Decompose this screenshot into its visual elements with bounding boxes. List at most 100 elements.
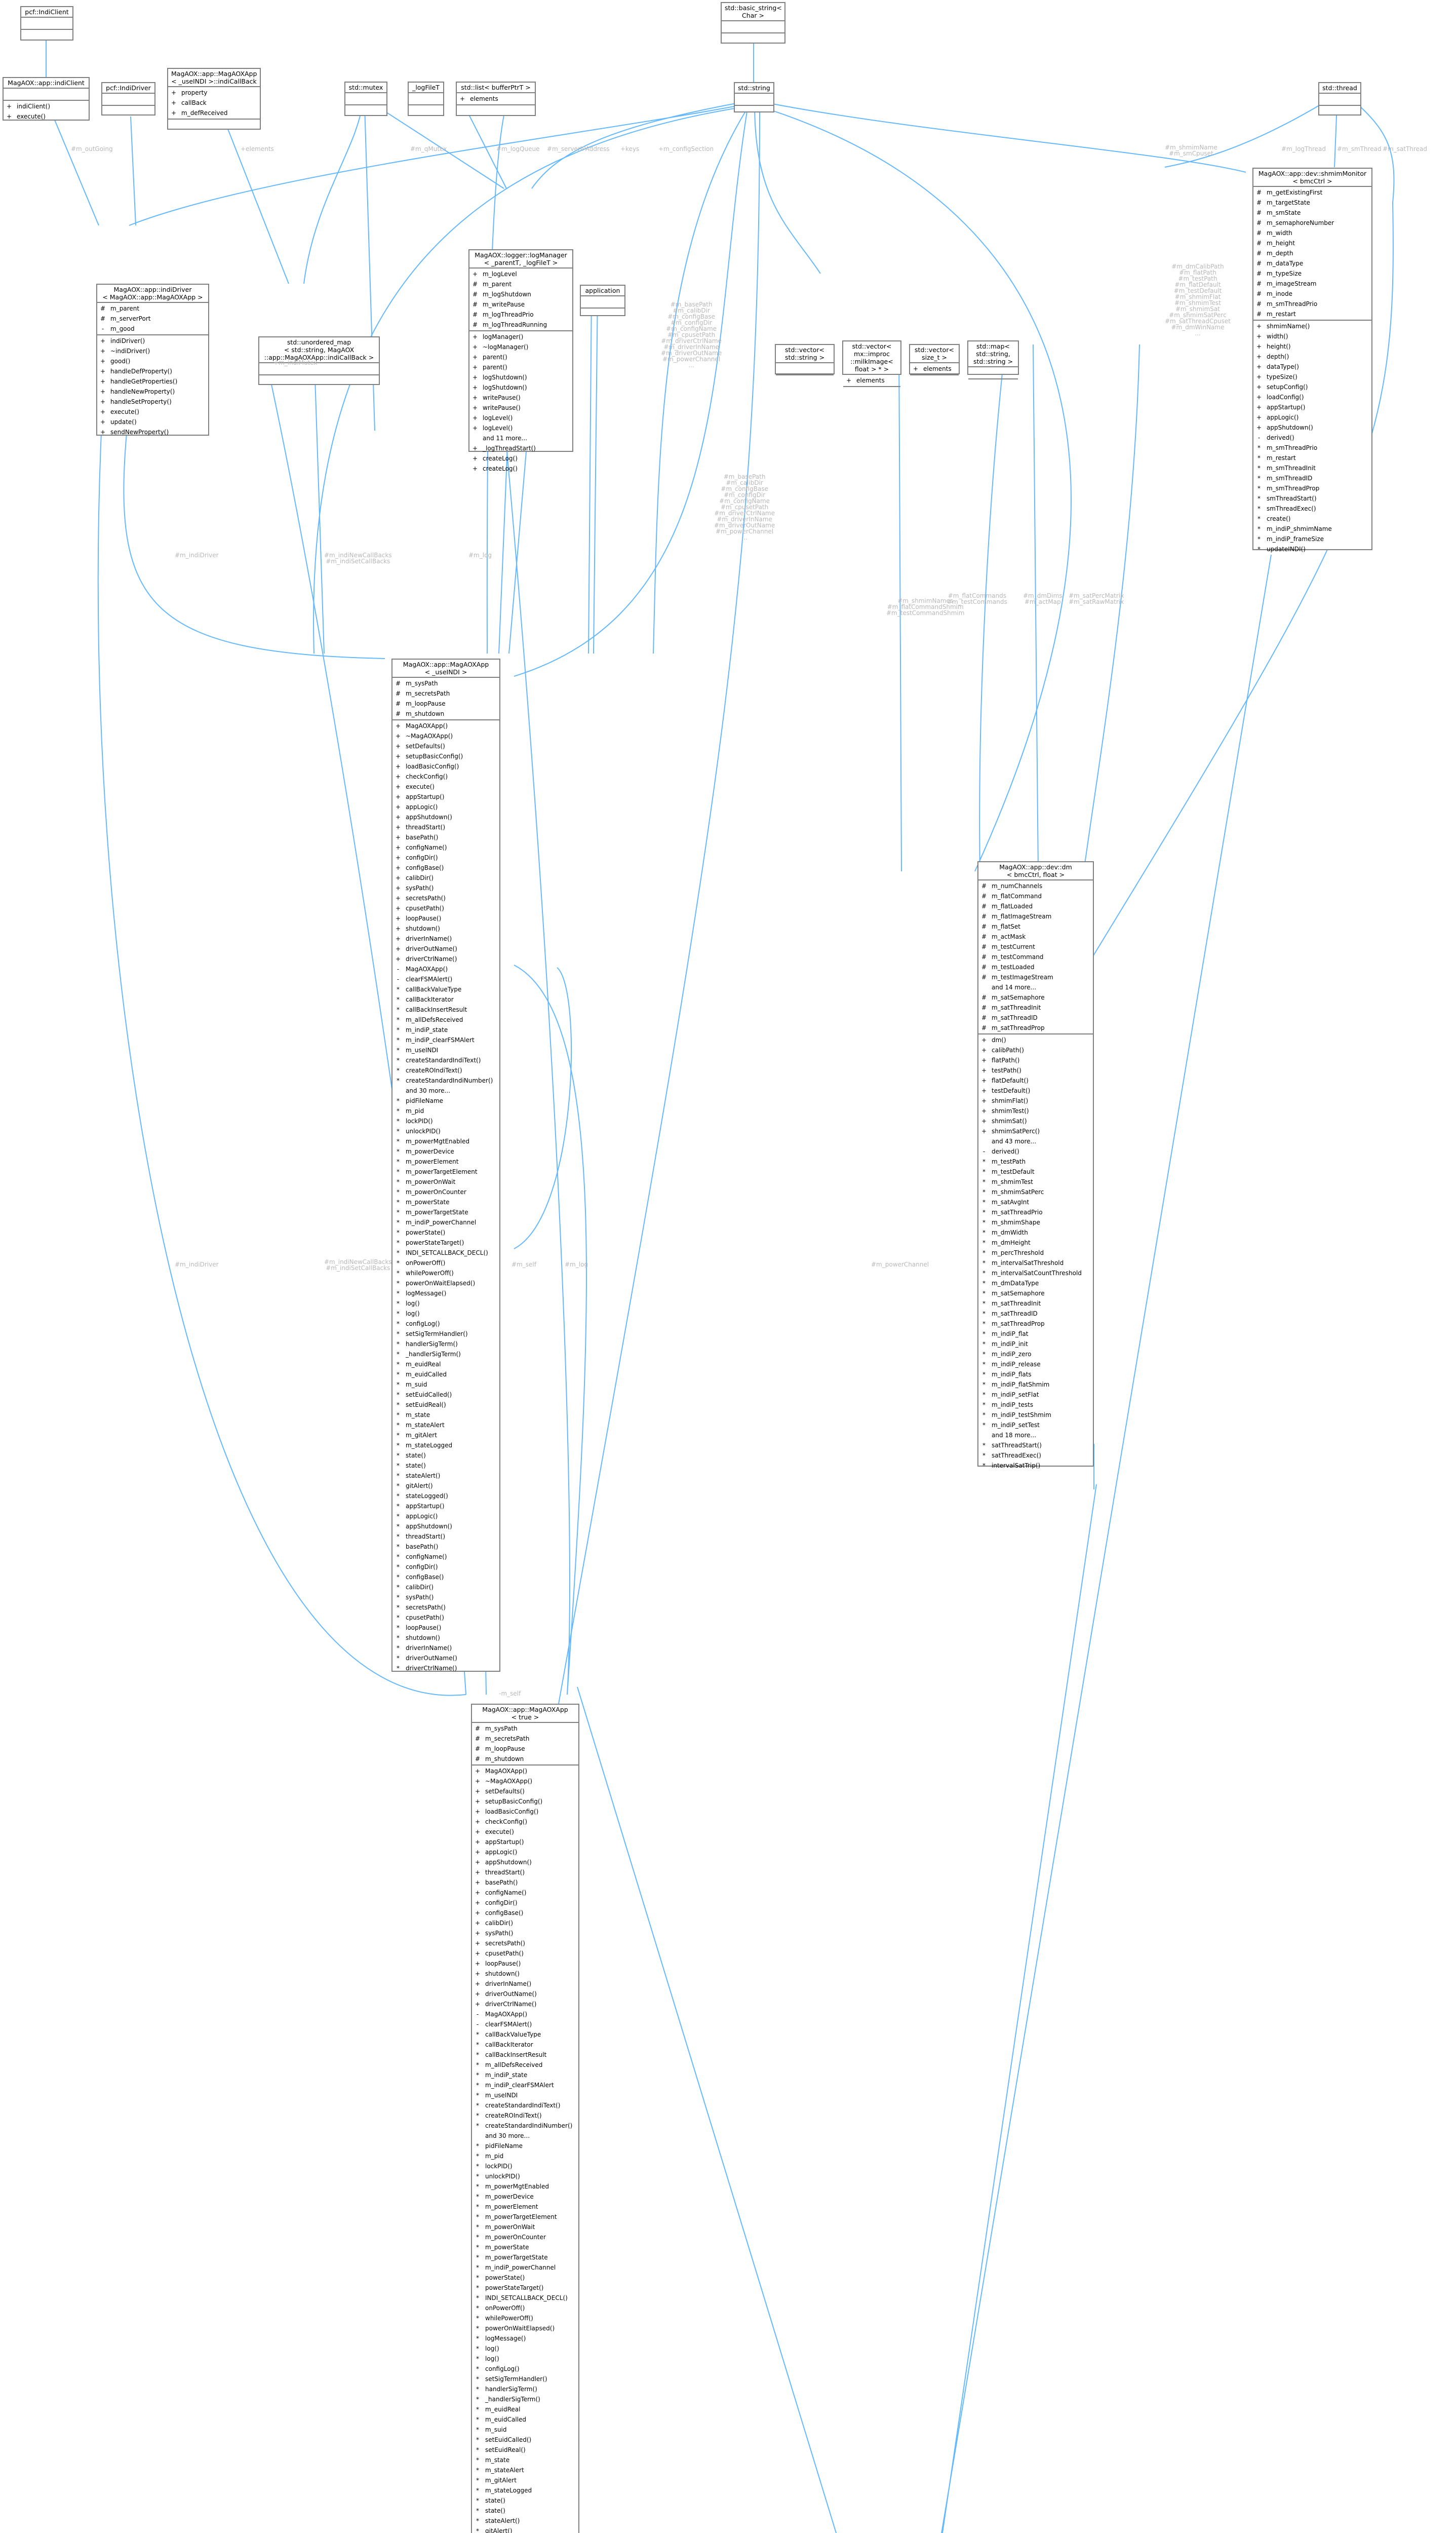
- operation-row[interactable]: +logManager(): [469, 332, 572, 342]
- operation-row[interactable]: +configDir(): [392, 853, 499, 863]
- operation-row[interactable]: *state(): [472, 2506, 578, 2516]
- operation-row[interactable]: -MagAOXApp(): [472, 2009, 578, 2019]
- operation-row[interactable]: *createROIndiText(): [392, 1065, 499, 1076]
- operation-row[interactable]: -clearFSMAlert(): [392, 974, 499, 984]
- operation-row[interactable]: +MagAOXApp(): [472, 1766, 578, 1776]
- operation-row[interactable]: *m_satThreadPrio: [978, 1207, 1093, 1217]
- attribute-row[interactable]: #m_testCommand: [978, 952, 1093, 962]
- operation-row[interactable]: *m_shmimSatPerc: [978, 1187, 1093, 1197]
- operation-row[interactable]: *m_useINDI: [392, 1045, 499, 1055]
- operation-row[interactable]: *m_powerState: [472, 2242, 578, 2252]
- operation-row[interactable]: *onPowerOff(): [392, 1258, 499, 1268]
- operation-row[interactable]: +basePath(): [472, 1877, 578, 1888]
- operation-row[interactable]: *m_powerState: [392, 1197, 499, 1207]
- operation-row[interactable]: +writePause(): [469, 403, 572, 413]
- operation-row[interactable]: +parent(): [469, 352, 572, 362]
- operation-row[interactable]: and 30 more...: [392, 1086, 499, 1096]
- operation-row[interactable]: *satThreadStart(): [978, 1440, 1093, 1450]
- operation-row[interactable]: *intervalSatTrip(): [978, 1461, 1093, 1471]
- attribute-row[interactable]: +m_logLevel: [469, 269, 572, 279]
- operation-row[interactable]: +logShutdown(): [469, 382, 572, 393]
- operation-row[interactable]: *setEuidCalled(): [472, 2435, 578, 2445]
- operation-row[interactable]: +setDefaults(): [472, 1786, 578, 1796]
- operation-row[interactable]: *callBackIterator: [472, 2040, 578, 2050]
- attribute-row[interactable]: #m_shutdown: [472, 1754, 578, 1764]
- operation-row[interactable]: *powerStateTarget(): [472, 2283, 578, 2293]
- operation-row[interactable]: *m_smThreadPrio: [1253, 443, 1371, 453]
- attribute-row[interactable]: #m_flatImageStream: [978, 911, 1093, 922]
- operation-row[interactable]: +handleNewProperty(): [97, 387, 208, 397]
- operation-row[interactable]: +sysPath(): [472, 1928, 578, 1938]
- operation-row[interactable]: *powerOnWaitElapsed(): [472, 2323, 578, 2333]
- operation-row[interactable]: *m_indiP_flats: [978, 1369, 1093, 1379]
- operation-row[interactable]: +appShutdown(): [472, 1857, 578, 1867]
- operation-row[interactable]: *m_intervalSatCountThreshold: [978, 1268, 1093, 1278]
- attribute-row[interactable]: #m_semaphoreNumber: [1253, 218, 1371, 228]
- operation-row[interactable]: +writePause(): [469, 393, 572, 403]
- operation-row[interactable]: +MagAOXApp(): [392, 721, 499, 731]
- operation-row[interactable]: +loopPause(): [472, 1959, 578, 1969]
- attribute-row[interactable]: #m_writePause: [469, 299, 572, 310]
- operation-row[interactable]: +basePath(): [392, 832, 499, 842]
- operation-row[interactable]: +shmimSatPerc(): [978, 1126, 1093, 1136]
- class-box-application[interactable]: application: [580, 285, 625, 316]
- attribute-row[interactable]: #m_flatLoaded: [978, 901, 1093, 911]
- operation-row[interactable]: *m_indiP_release: [978, 1359, 1093, 1369]
- operation-row[interactable]: *m_euidReal: [392, 1359, 499, 1369]
- operation-row[interactable]: *driverOutName(): [392, 1653, 499, 1663]
- class-box-indicallback[interactable]: MagAOX::app::MagAOXApp < _useINDI >::ind…: [167, 68, 261, 130]
- operation-row[interactable]: *m_gitAlert: [392, 1430, 499, 1440]
- operation-row[interactable]: *m_euidCalled: [392, 1369, 499, 1379]
- operation-row[interactable]: +appLogic(): [472, 1847, 578, 1857]
- class-box-indiclient[interactable]: MagAOX::app::indiClient+indiClient()+exe…: [3, 77, 90, 121]
- attribute-row[interactable]: #m_secretsPath: [392, 688, 499, 699]
- operation-row[interactable]: *appStartup(): [392, 1501, 499, 1511]
- attribute-row[interactable]: -m_good: [97, 324, 208, 334]
- operation-row[interactable]: *log(): [472, 2344, 578, 2354]
- operation-row[interactable]: +~indiDriver(): [97, 346, 208, 356]
- operation-row[interactable]: and 18 more...: [978, 1430, 1093, 1440]
- attribute-row[interactable]: #m_testLoaded: [978, 962, 1093, 972]
- operation-row[interactable]: +shutdown(): [472, 1969, 578, 1979]
- class-box-pcf-indidriver[interactable]: pcf::IndiDriver: [101, 82, 155, 116]
- operation-row[interactable]: *configBase(): [392, 1572, 499, 1582]
- class-box-basic-string[interactable]: std::basic_string< Char >: [721, 2, 785, 44]
- operation-row[interactable]: *configLog(): [392, 1319, 499, 1329]
- operation-row[interactable]: *m_shmimTest: [978, 1177, 1093, 1187]
- operation-row[interactable]: *m_powerOnWait: [392, 1177, 499, 1187]
- attribute-row[interactable]: #m_targetState: [1253, 198, 1371, 208]
- class-box-dm[interactable]: MagAOX::app::dev::dm < bmcCtrl, float >#…: [977, 861, 1094, 1469]
- operation-row[interactable]: *m_indiP_zero: [978, 1349, 1093, 1359]
- operation-row[interactable]: +sysPath(): [392, 883, 499, 893]
- operation-row[interactable]: and 30 more...: [472, 2131, 578, 2141]
- operation-row[interactable]: *m_stateAlert: [472, 2465, 578, 2475]
- operation-row[interactable]: *m_state: [392, 1410, 499, 1420]
- operation-row[interactable]: *INDI_SETCALLBACK_DECL(): [472, 2293, 578, 2303]
- operation-row[interactable]: +update(): [97, 417, 208, 427]
- operation-row[interactable]: *m_satThreadInit: [978, 1298, 1093, 1309]
- operation-row[interactable]: +appShutdown(): [392, 812, 499, 822]
- operation-row[interactable]: *m_dmDataType: [978, 1278, 1093, 1288]
- operation-row[interactable]: +configBase(): [392, 863, 499, 873]
- operation-row[interactable]: *stateLogged(): [392, 1491, 499, 1501]
- operation-row[interactable]: *shutdown(): [392, 1633, 499, 1643]
- operation-row[interactable]: *cpusetPath(): [392, 1613, 499, 1623]
- operation-row[interactable]: +loadConfig(): [1253, 392, 1371, 402]
- class-box-std-list[interactable]: std::list< bufferPtrT >+elements: [456, 82, 536, 116]
- operation-row[interactable]: *setSigTermHandler(): [472, 2374, 578, 2384]
- class-box-vector-milkimage[interactable]: std::vector< mx::improc ::milkImage< flo…: [842, 340, 901, 387]
- attribute-row[interactable]: +elements: [910, 364, 959, 374]
- operation-row[interactable]: +testPath(): [978, 1065, 1093, 1076]
- operation-row[interactable]: *m_powerDevice: [392, 1146, 499, 1157]
- operation-row[interactable]: *m_indiP_testShmim: [978, 1410, 1093, 1420]
- attribute-row[interactable]: #m_flatCommand: [978, 891, 1093, 901]
- attribute-row[interactable]: #m_typeSize: [1253, 268, 1371, 279]
- operation-row[interactable]: and 11 more...: [469, 433, 572, 443]
- operation-row[interactable]: +threadStart(): [472, 1867, 578, 1877]
- operation-row[interactable]: *m_indiP_flatShmim: [978, 1379, 1093, 1390]
- operation-row[interactable]: +logLevel(): [469, 413, 572, 423]
- operation-row[interactable]: *m_suid: [392, 1379, 499, 1390]
- operation-row[interactable]: +driverOutName(): [392, 944, 499, 954]
- class-box-shmimmonitor[interactable]: MagAOX::app::dev::shmimMonitor < bmcCtrl…: [1252, 168, 1372, 553]
- operation-row[interactable]: *m_indiP_state: [392, 1025, 499, 1035]
